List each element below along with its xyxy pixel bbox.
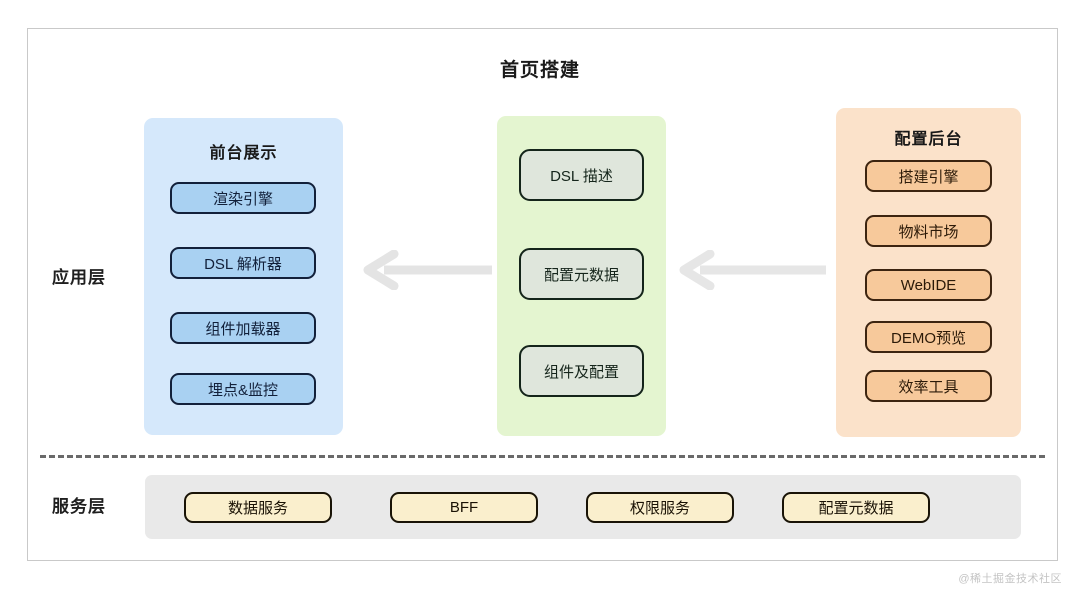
- arrow-dsl-to-frontend-icon: [360, 249, 492, 291]
- node-component-and-config[interactable]: 组件及配置: [519, 345, 644, 397]
- node-tracking-monitor[interactable]: 埋点&监控: [170, 373, 316, 405]
- watermark: @稀土掘金技术社区: [958, 573, 1062, 585]
- panel-dsl-metadata: DSL 描述 配置元数据 组件及配置: [497, 116, 666, 436]
- node-demo-preview[interactable]: DEMO预览: [865, 321, 992, 353]
- node-efficiency-tools[interactable]: 效率工具: [865, 370, 992, 402]
- node-config-metadata[interactable]: 配置元数据: [519, 248, 644, 300]
- node-dsl-description[interactable]: DSL 描述: [519, 149, 644, 201]
- node-bff[interactable]: BFF: [390, 492, 538, 523]
- node-render-engine[interactable]: 渲染引擎: [170, 182, 316, 214]
- panel-frontend-display: 前台展示 渲染引擎 DSL 解析器 组件加载器 埋点&监控: [144, 118, 343, 435]
- node-build-engine[interactable]: 搭建引擎: [865, 160, 992, 192]
- panel-backend-heading: 配置后台: [894, 131, 963, 148]
- layer-divider: [40, 455, 1045, 458]
- layer-label-service: 服务层: [52, 497, 106, 516]
- node-component-loader[interactable]: 组件加载器: [170, 312, 316, 344]
- panel-frontend-heading: 前台展示: [209, 145, 278, 162]
- node-material-market[interactable]: 物料市场: [865, 215, 992, 247]
- node-webide[interactable]: WebIDE: [865, 269, 992, 301]
- service-layer-band: 数据服务 BFF 权限服务 配置元数据: [145, 475, 1021, 539]
- node-auth-service[interactable]: 权限服务: [586, 492, 734, 523]
- page-title: 首页搭建: [499, 60, 580, 81]
- node-data-service[interactable]: 数据服务: [184, 492, 332, 523]
- layer-label-application: 应用层: [52, 268, 106, 287]
- node-dsl-parser[interactable]: DSL 解析器: [170, 247, 316, 279]
- panel-config-backend: 配置后台 搭建引擎 物料市场 WebIDE DEMO预览 效率工具: [836, 108, 1021, 437]
- node-config-metadata-service[interactable]: 配置元数据: [782, 492, 930, 523]
- arrow-backend-to-dsl-icon: [676, 249, 826, 291]
